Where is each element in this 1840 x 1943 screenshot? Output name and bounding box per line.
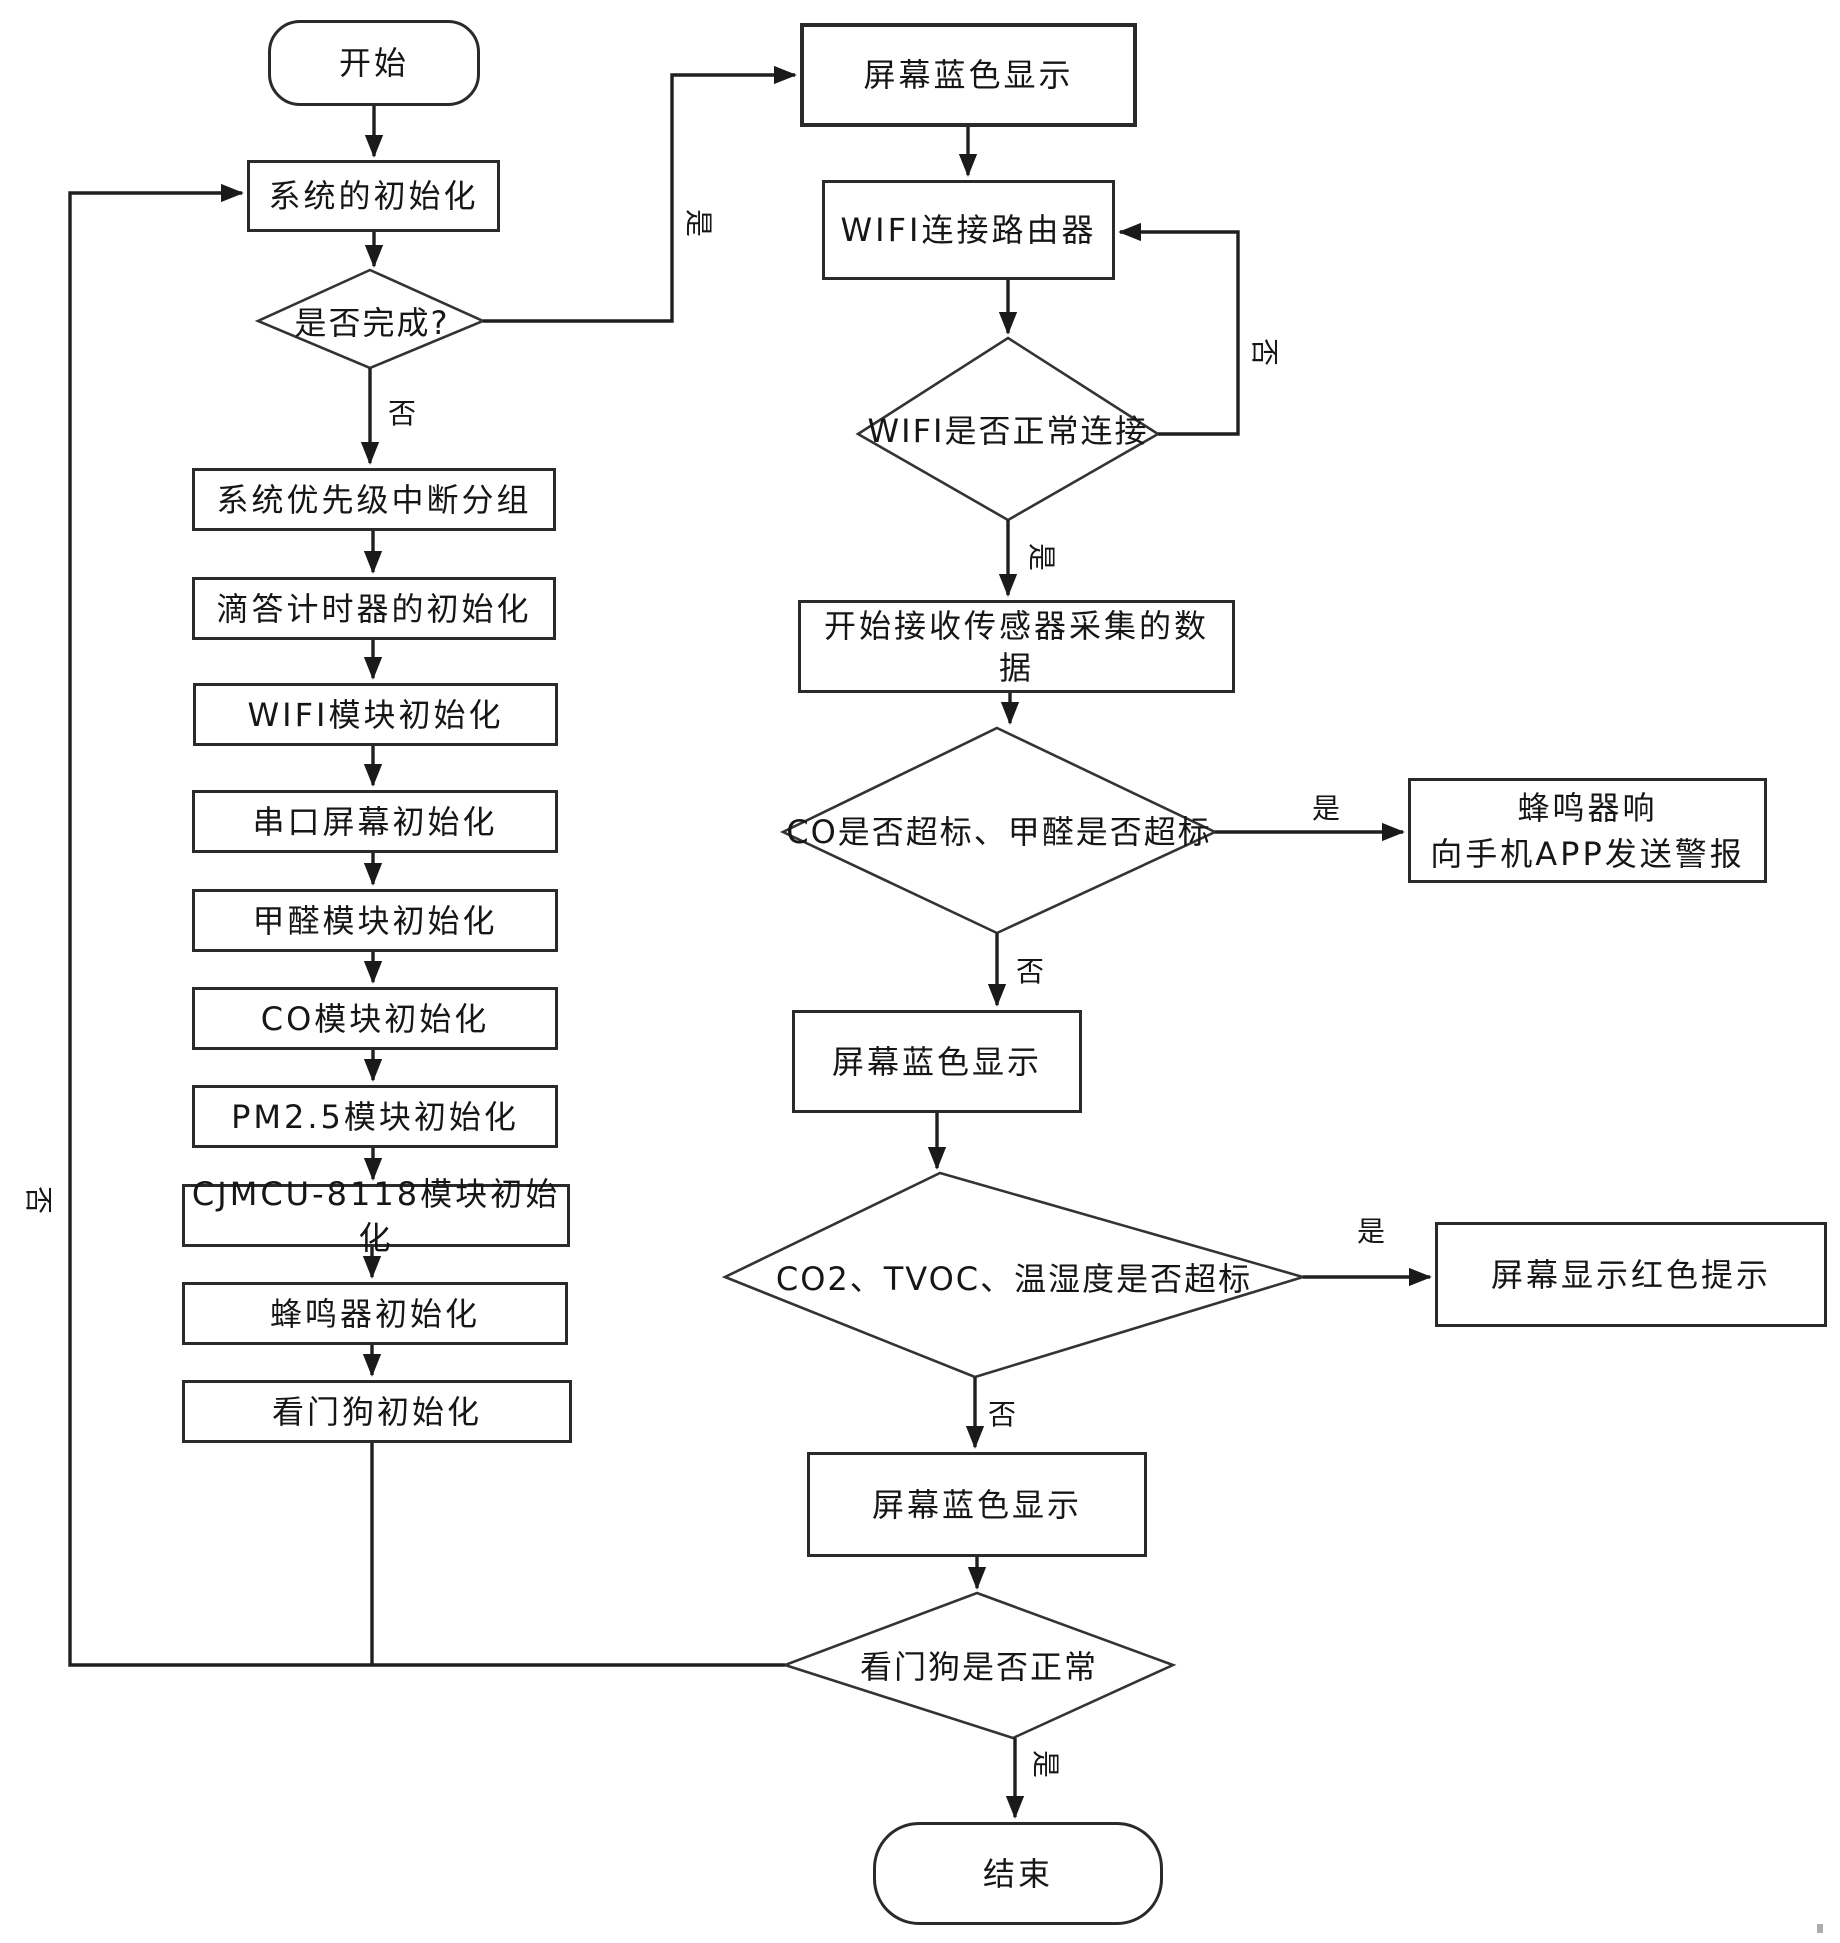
arrow-wifiok-no-loop [1118, 222, 1240, 436]
node-wifi-router-label: WIFI连接路由器 [840, 211, 1097, 249]
decision-co2-over-shape [721, 1171, 1308, 1379]
edge-label-no-watchdog-ok: 否 [22, 1185, 55, 1214]
node-recv-data: 开始接收传感器采集的数 据 [798, 600, 1235, 693]
node-buzzer-init: 蜂鸣器初始化 [182, 1282, 568, 1345]
edge-label-no-complete: 否 [387, 397, 416, 430]
node-recv-data-line1: 开始接收传感器采集的数 [823, 606, 1209, 645]
node-screen-blue-1-label: 屏幕蓝色显示 [863, 56, 1074, 94]
edge-label-yes-co2-over: 是 [1356, 1215, 1385, 1248]
node-red-tip-label: 屏幕显示红色提示 [1490, 1255, 1771, 1294]
decision-co-over-shape [779, 726, 1219, 935]
node-formaldehyde-init-label: 甲醛模块初始化 [252, 901, 498, 940]
node-wifi-router: WIFI连接路由器 [822, 180, 1115, 280]
node-priority-group: 系统优先级中断分组 [192, 468, 556, 531]
node-cjmcu-init: CJMCU-8118模块初始化 [182, 1175, 570, 1257]
decision-watchdog-ok-shape [781, 1591, 1177, 1740]
node-start: 开始 [268, 20, 480, 106]
node-systick-init: 滴答计时器的初始化 [192, 577, 556, 640]
edge-label-yes-wifi-ok: 是 [1025, 542, 1058, 571]
node-sys-init: 系统的初始化 [247, 160, 500, 232]
edge-label-yes-complete: 是 [682, 208, 715, 237]
node-end-label: 结束 [982, 1854, 1053, 1893]
edge-label-yes-co-over: 是 [1311, 792, 1340, 825]
node-end: 结束 [873, 1822, 1163, 1925]
node-systick-init-label: 滴答计时器的初始化 [216, 589, 532, 628]
node-cjmcu-init-label: CJMCU-8118模块初始化 [191, 1174, 561, 1257]
node-wifi-module-init: WIFI模块初始化 [193, 683, 558, 746]
node-wifi-module-init-label: WIFI模块初始化 [247, 695, 504, 734]
node-screen-blue-1: 屏幕蓝色显示 [800, 23, 1137, 127]
arrow-complete-yes-to-screenblue1 [483, 65, 797, 323]
node-co-init: CO模块初始化 [192, 987, 558, 1050]
edge-label-no-co-over: 否 [1015, 955, 1044, 988]
decision-wifi-ok-shape [855, 336, 1161, 522]
edge-label-no-wifi-ok: 否 [1248, 337, 1281, 366]
node-screen-blue-3-label: 屏幕蓝色显示 [871, 1485, 1082, 1524]
node-screen-blue-3: 屏幕蓝色显示 [807, 1452, 1147, 1557]
node-sys-init-label: 系统的初始化 [268, 177, 479, 215]
node-screen-blue-2-label: 屏幕蓝色显示 [831, 1042, 1042, 1081]
node-screen-blue-2: 屏幕蓝色显示 [792, 1010, 1082, 1113]
node-serial-screen-init-label: 串口屏幕初始化 [252, 802, 498, 841]
node-red-tip: 屏幕显示红色提示 [1435, 1222, 1827, 1327]
scan-speck [1817, 1924, 1823, 1933]
node-priority-group-label: 系统优先级中断分组 [216, 480, 532, 519]
node-buzzer-alarm-line2: 向手机APP发送警报 [1430, 834, 1745, 873]
node-buzzer-init-label: 蜂鸣器初始化 [269, 1294, 480, 1333]
node-co-init-label: CO模块初始化 [260, 999, 490, 1038]
arrow-watchdogok-no-loop [68, 183, 785, 1667]
node-formaldehyde-init: 甲醛模块初始化 [192, 889, 558, 952]
decision-complete-shape [254, 268, 487, 370]
edge-label-no-co2-over: 否 [987, 1398, 1016, 1431]
node-pm25-init: PM2.5模块初始化 [192, 1085, 558, 1148]
node-buzzer-alarm: 蜂鸣器响 向手机APP发送警报 [1408, 778, 1767, 883]
node-recv-data-line2: 据 [998, 648, 1034, 687]
node-buzzer-alarm-line1: 蜂鸣器响 [1517, 788, 1658, 827]
node-start-label: 开始 [338, 44, 409, 82]
node-watchdog-init-label: 看门狗初始化 [271, 1392, 482, 1431]
node-pm25-init-label: PM2.5模块初始化 [231, 1097, 519, 1136]
node-watchdog-init: 看门狗初始化 [182, 1380, 572, 1443]
node-serial-screen-init: 串口屏幕初始化 [192, 790, 558, 853]
edge-label-yes-watchdog-ok: 是 [1029, 1749, 1062, 1778]
